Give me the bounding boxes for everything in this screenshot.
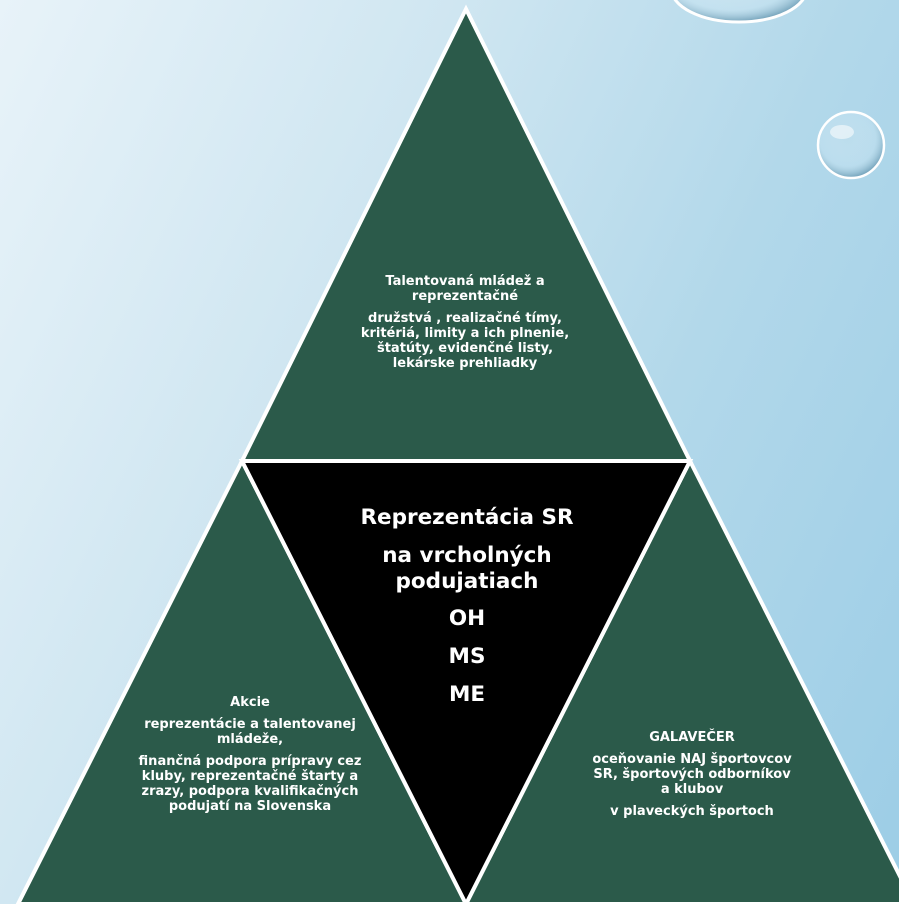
right-line-2: v plaveckých športoch (610, 803, 774, 819)
center-triangle (238, 459, 694, 904)
center-line-2: na vrcholných podujatiach (382, 542, 552, 594)
top-triangle-text: Talentovaná mládež a reprezentačné družs… (355, 274, 575, 379)
center-line-1: Reprezentácia SR (360, 505, 574, 530)
water-droplet-small (816, 110, 886, 180)
left-triangle-text: Akcie reprezentácie a talentovanej mláde… (135, 695, 365, 822)
center-triangle-text: Reprezentácia SR na vrcholných podujatia… (352, 505, 582, 720)
center-line-5: ME (448, 681, 486, 707)
right-line-1: oceňovanie NAJ športovcov SR, športových… (592, 751, 792, 797)
top-body: družstvá , realizačné tímy, kritériá, li… (360, 310, 570, 371)
left-title: Akcie (230, 695, 270, 710)
left-line-2: finančná podpora prípravy cez kluby, rep… (138, 753, 362, 814)
water-droplet-large (673, 0, 805, 24)
top-triangle (238, 4, 694, 463)
right-title: GALAVEČER (649, 730, 735, 745)
center-line-3: OH (448, 606, 486, 632)
left-line-1: reprezentácie a talentovanej mládeže, (144, 716, 356, 747)
center-line-4: MS (448, 644, 486, 670)
right-triangle-text: GALAVEČER oceňovanie NAJ športovcov SR, … (592, 730, 792, 827)
top-title: Talentovaná mládež a reprezentačné (385, 274, 545, 304)
